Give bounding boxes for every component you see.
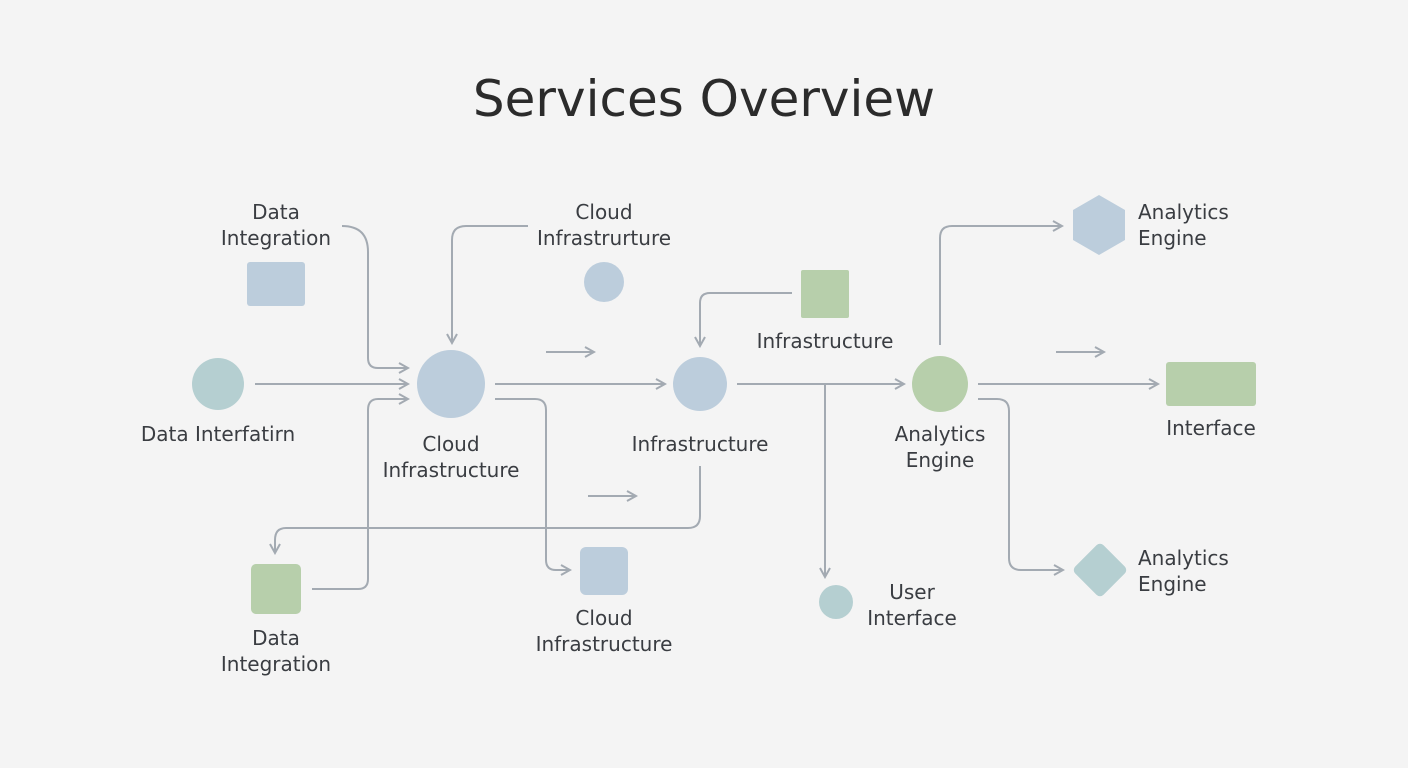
node-n13-circle (819, 585, 853, 619)
node-label-line: Data (252, 626, 300, 650)
page-title: Services Overview (473, 70, 935, 128)
edge-n2-n4 (452, 225, 528, 343)
edge-n4-n12 (495, 398, 570, 570)
decorative-arrows (546, 352, 1104, 496)
node-label-line: Interface (867, 606, 957, 630)
node-label-line: Infrastructure (536, 632, 673, 656)
node-label-line: Engine (1138, 572, 1207, 596)
node-n2-circle (584, 262, 624, 302)
node-label-line: Integration (221, 226, 331, 250)
node-n5-circle (673, 357, 727, 411)
edges-layer (255, 225, 1158, 590)
node-n5-label: Infrastructure (632, 432, 769, 456)
node-label-line: Infrastructure (383, 458, 520, 482)
node-label-line: Cloud (575, 606, 632, 630)
node-n12-square (580, 547, 628, 595)
node-label-line: Analytics (1138, 546, 1229, 570)
node-label-line: Data (252, 200, 300, 224)
edge-n5-n11 (275, 466, 701, 553)
node-label-line: Engine (1138, 226, 1207, 250)
node-n10-diamond (1073, 543, 1127, 597)
node-label-line: Analytics (895, 422, 986, 446)
node-label-line: Engine (906, 448, 975, 472)
node-n3-circle (192, 358, 244, 410)
node-label-line: Interface (1166, 416, 1256, 440)
edge-n7-n10 (978, 398, 1063, 570)
node-n6-label: Infrastructure (757, 329, 894, 353)
node-n1-rect (247, 262, 305, 306)
node-label-line: User (889, 580, 935, 604)
node-label-line: Data Interfatirn (141, 422, 295, 446)
node-n4-circle (417, 350, 485, 418)
node-label-line: Infrastructure (757, 329, 894, 353)
node-n9-label: Interface (1166, 416, 1256, 440)
node-n3-label: Data Interfatirn (141, 422, 295, 446)
node-n6-square (801, 270, 849, 318)
node-label-line: Cloud (422, 432, 479, 456)
node-label-line: Cloud (575, 200, 632, 224)
node-label-line: Analytics (1138, 200, 1229, 224)
edge-n11-n4 (312, 399, 408, 590)
node-label-line: Infrastructure (632, 432, 769, 456)
edge-n7-n8 (939, 226, 1062, 345)
node-n9-rect (1166, 362, 1256, 406)
nodes-layer (192, 195, 1256, 619)
node-label-line: Integration (221, 652, 331, 676)
node-label-line: Infrastrurture (537, 226, 671, 250)
edge-n5-n6 (700, 292, 792, 346)
node-n7-circle (912, 356, 968, 412)
edge-n1-n4 (341, 225, 408, 368)
node-n8-hexagon (1073, 195, 1125, 255)
node-n11-square (251, 564, 301, 614)
